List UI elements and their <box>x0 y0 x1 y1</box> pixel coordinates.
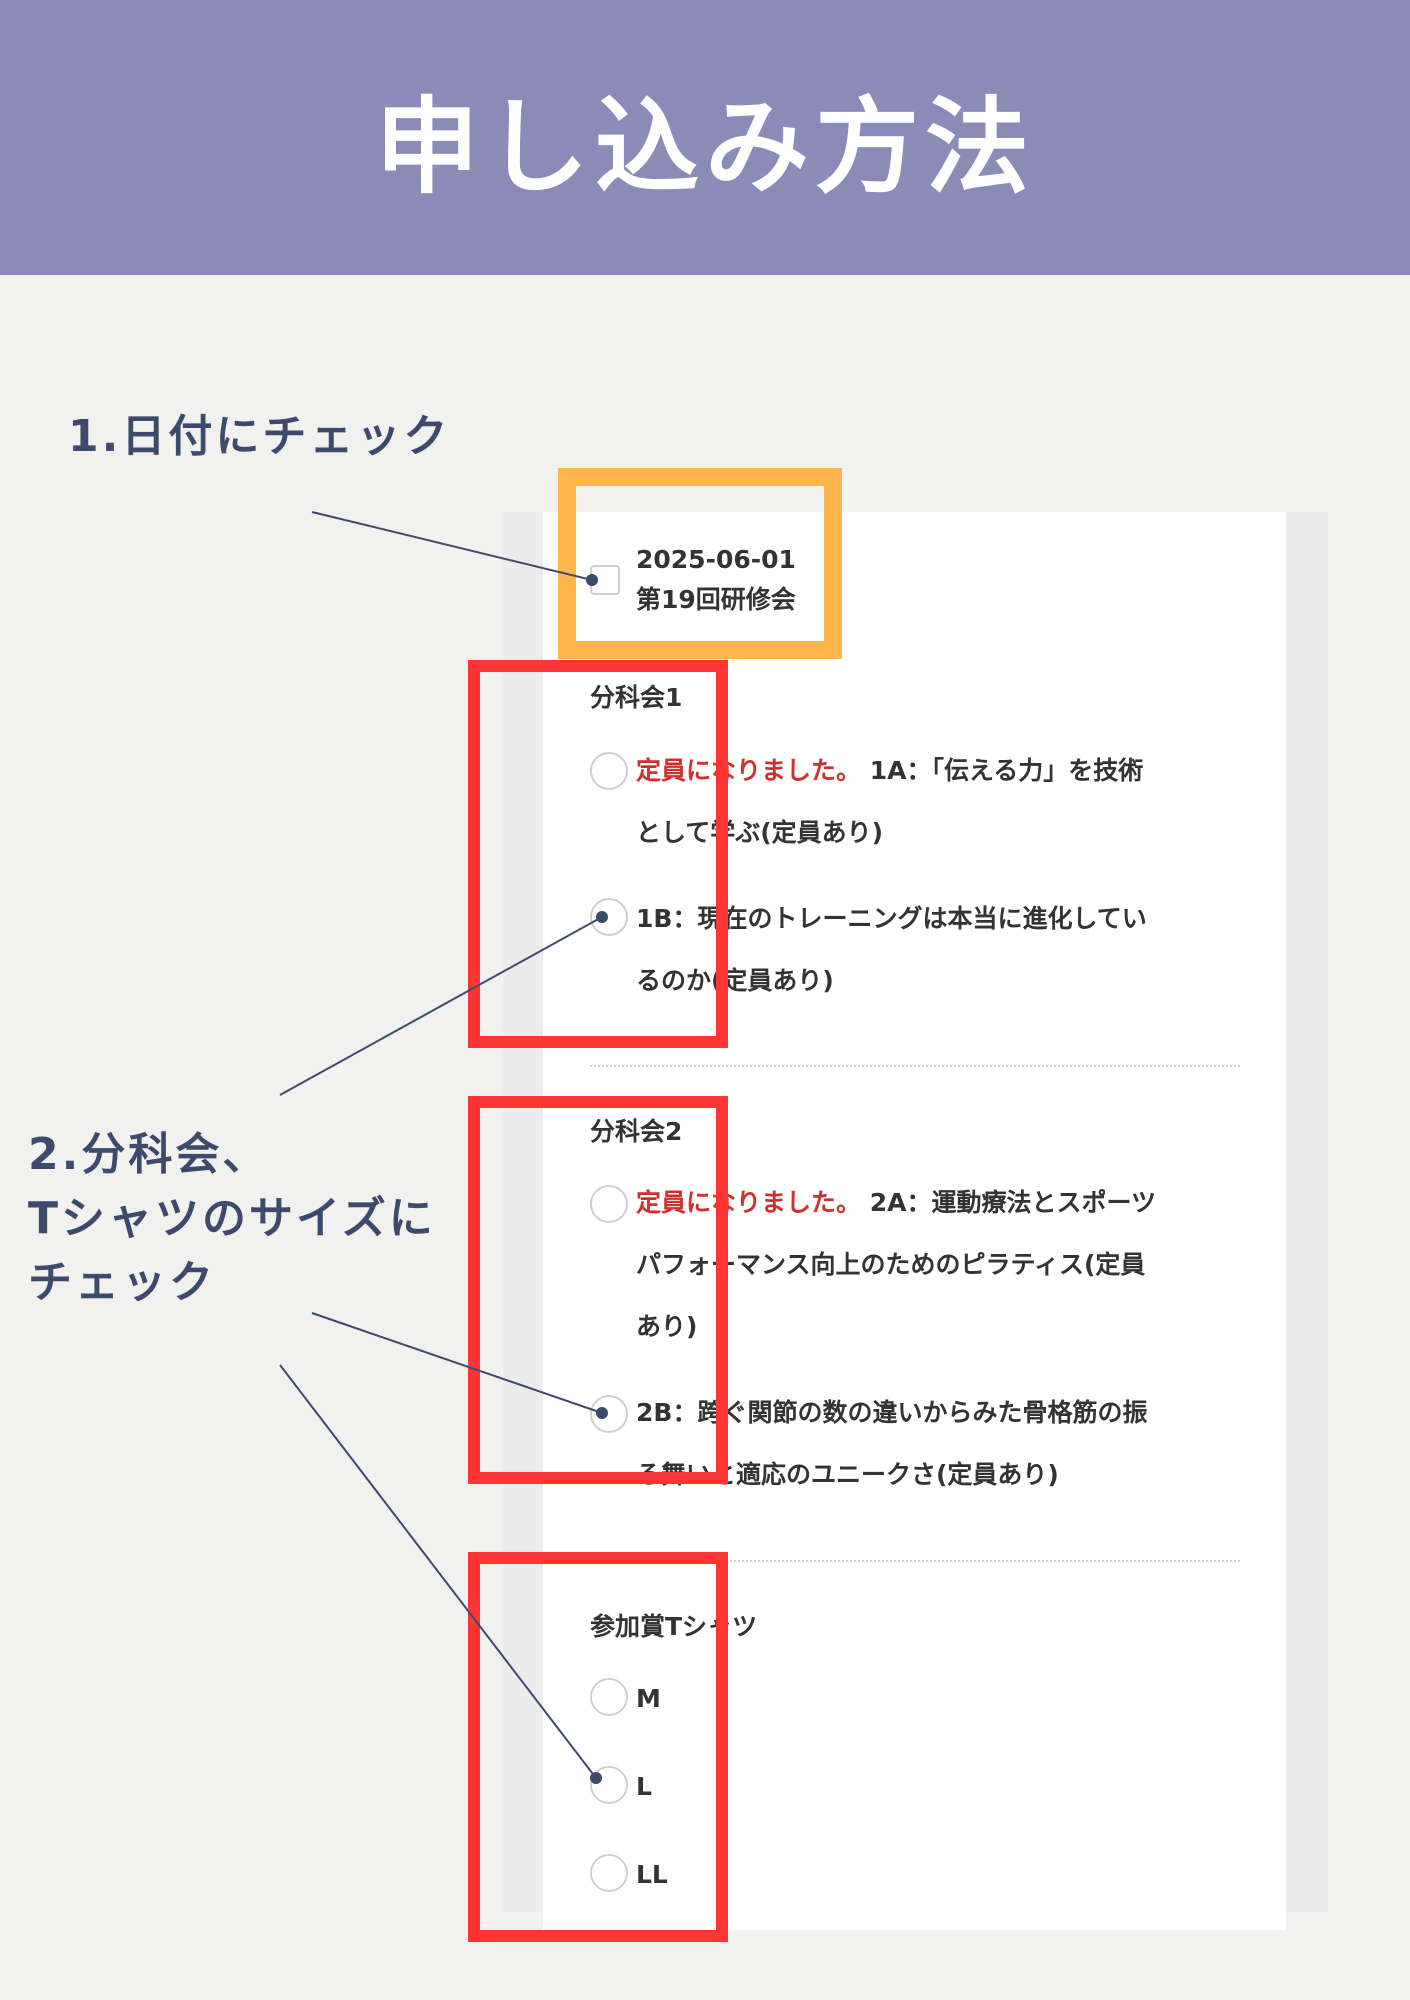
page-title: 申し込み方法 <box>374 86 1035 208</box>
section-divider <box>590 1065 1240 1067</box>
tshirt-size-ll-radio[interactable] <box>590 1854 628 1892</box>
pointer-dot-date <box>586 574 598 586</box>
session1-option-a-full-notice: 定員になりました。 <box>636 756 862 785</box>
tshirt-size-ll-label[interactable]: LL <box>636 1860 668 1889</box>
session2-highlight-frame <box>468 1096 728 1484</box>
session1-option-a-radio[interactable] <box>590 752 628 790</box>
page-header: 申し込み方法 <box>0 0 1410 275</box>
instruction-step1: 1.日付にチェック <box>68 411 451 462</box>
instruction-step2: 2.分科会、 Tシャツのサイズに チェック <box>28 1129 436 1308</box>
section-divider <box>590 1560 1240 1562</box>
event-name: 第19回研修会 <box>636 585 796 614</box>
tshirt-highlight-frame <box>468 1552 728 1942</box>
tshirt-title: 参加賞Tシャツ <box>590 1612 758 1641</box>
date-highlight-frame <box>558 468 842 659</box>
session1-option-a-text: 1A：「伝える力」を技術 として学ぶ(定員あり) <box>636 756 1144 847</box>
session2-option-a-label[interactable]: 定員になりました。 2A：運動療法とスポーツ パフォーマンス向上のためのピラティ… <box>636 1172 1156 1358</box>
pointer-line-date <box>311 511 593 581</box>
pointer-line-tshirt <box>279 1364 597 1779</box>
session1-option-a-label[interactable]: 定員になりました。 1A：「伝える力」を技術 として学ぶ(定員あり) <box>636 740 1143 864</box>
session2-option-a-full-notice: 定員になりました。 <box>636 1188 862 1217</box>
registration-form <box>543 512 1286 1930</box>
pointer-line-session2 <box>311 1312 603 1414</box>
pointer-dot-tshirt <box>590 1772 602 1784</box>
pointer-dot-session2 <box>596 1407 608 1419</box>
tshirt-size-l-label[interactable]: L <box>636 1772 652 1801</box>
session1-highlight-frame <box>468 660 728 1048</box>
pointer-dot-session1 <box>596 911 608 923</box>
tshirt-size-m-label[interactable]: M <box>636 1684 661 1713</box>
event-date: 2025-06-01 <box>636 545 796 574</box>
session2-option-a-radio[interactable] <box>590 1185 628 1223</box>
tshirt-size-m-radio[interactable] <box>590 1678 628 1716</box>
pointer-line-session1 <box>279 916 603 1096</box>
tshirt-size-l-radio[interactable] <box>590 1766 628 1804</box>
session1-title: 分科会1 <box>590 683 683 712</box>
session2-title: 分科会2 <box>590 1117 683 1146</box>
